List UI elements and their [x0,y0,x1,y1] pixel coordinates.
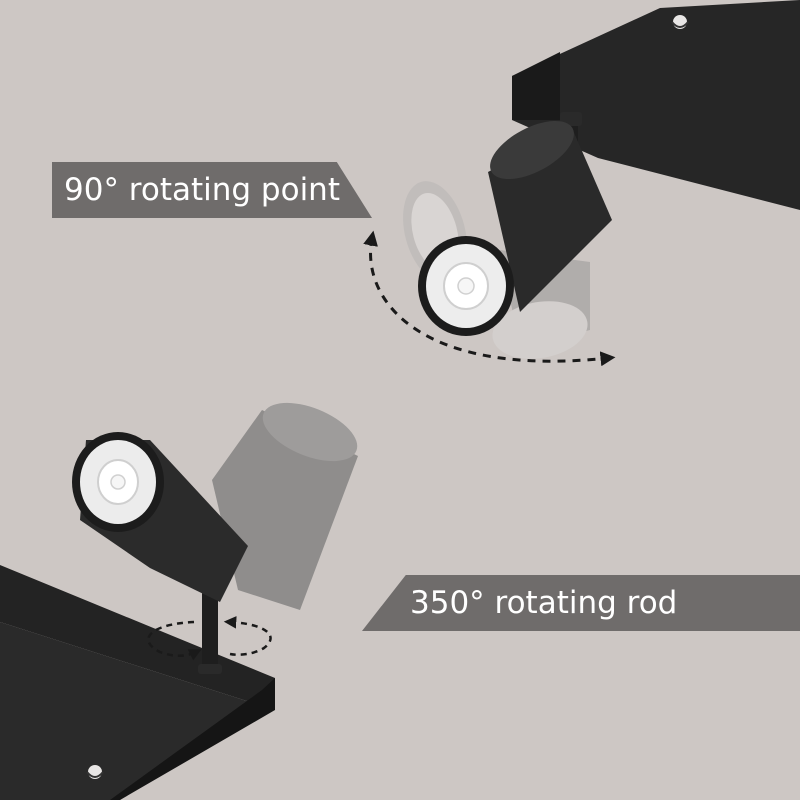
rotation-arrow-350 [147,616,272,661]
spotlight-body-bottom [72,432,248,602]
rotating-point-label: 90° rotating point [52,162,372,218]
rotating-point-text: 90° rotating point [64,172,340,208]
base-plate-bottom [0,565,275,800]
rotating-rod-text: 350° rotating rod [410,585,678,621]
spotlight-rod-bottom [198,590,222,674]
ceiling-plate-top [512,0,800,210]
rotation-arrow-90 [363,230,616,367]
ghost-spotlight-bottom [212,402,358,610]
rotating-rod-label: 350° rotating rod [362,575,800,631]
